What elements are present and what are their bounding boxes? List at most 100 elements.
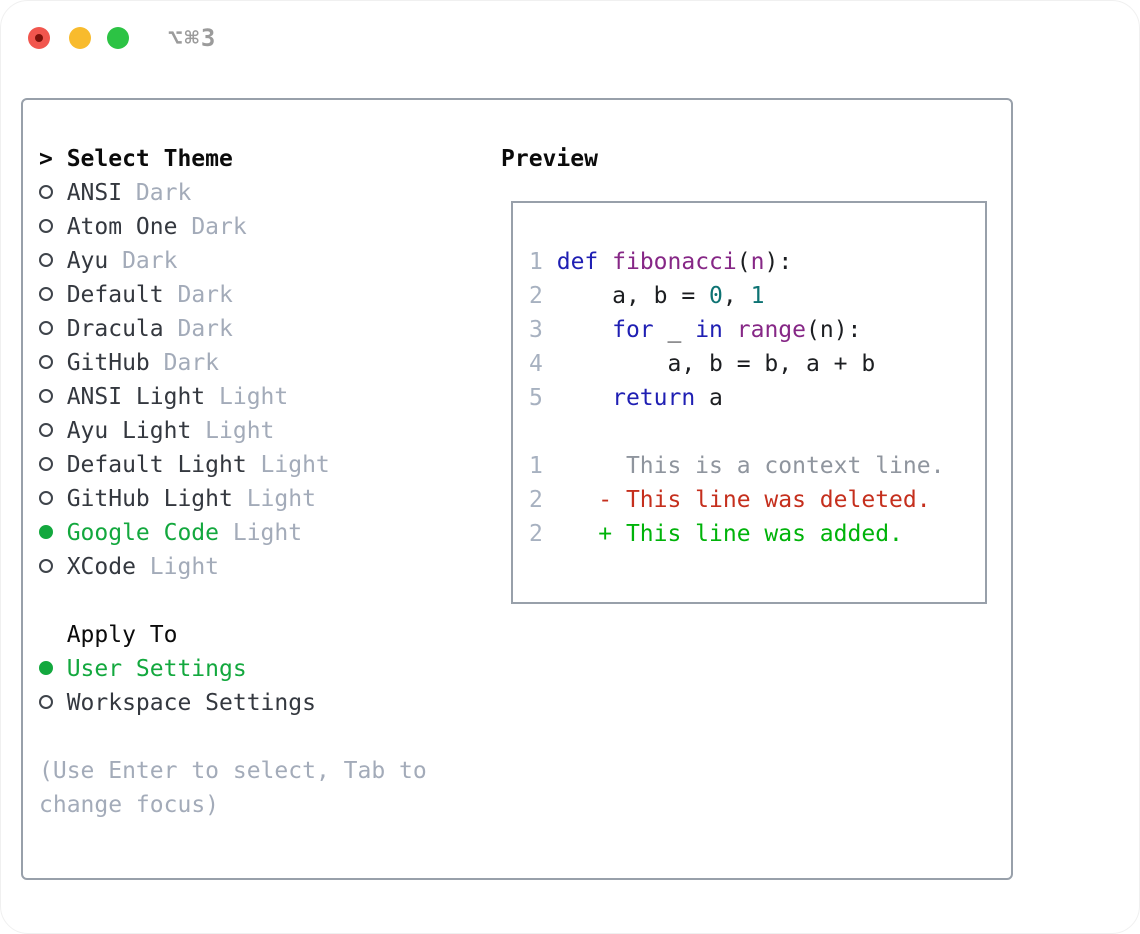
line-number: 2 — [529, 283, 543, 309]
theme-variant-badge: Dark — [177, 316, 233, 342]
spacer — [39, 720, 427, 754]
focus-arrow-icon: > — [39, 146, 53, 172]
radio-dot — [39, 559, 53, 573]
theme-name: Dracula — [66, 316, 164, 342]
radio-icon — [39, 210, 67, 244]
radio-icon — [39, 550, 67, 584]
radio-dot — [39, 389, 53, 403]
radio-dot — [39, 525, 53, 539]
radio-icon — [39, 244, 67, 278]
theme-option[interactable]: GitHub Light Light — [39, 482, 427, 516]
apply-to-header: Apply To — [39, 618, 427, 652]
code-line: 2 a, b = 0, 1 — [529, 283, 765, 309]
theme-name: Default — [66, 282, 164, 308]
radio-icon — [39, 414, 67, 448]
theme-variant-badge: Light — [246, 486, 316, 512]
apply-option[interactable]: User Settings — [39, 652, 427, 686]
apply-to-title: Apply To — [66, 622, 178, 648]
radio-dot — [39, 219, 53, 233]
theme-name: Atom One — [66, 214, 178, 240]
preview-box: 1 def fibonacci(n): 2 a, b = 0, 1 3 for _ … — [511, 201, 987, 604]
line-number: 3 — [529, 317, 543, 343]
radio-dot — [39, 253, 53, 267]
theme-option[interactable]: Dracula Dark — [39, 312, 427, 346]
window-title: ⌥⌘3 — [168, 24, 218, 52]
radio-icon — [39, 482, 67, 516]
radio-dot — [39, 321, 53, 335]
theme-variant-badge: Dark — [191, 214, 247, 240]
help-text-line2: change focus) — [39, 792, 220, 818]
preview-title: Preview — [501, 146, 598, 172]
radio-dot — [39, 423, 53, 437]
theme-variant-badge: Light — [232, 520, 303, 546]
radio-dot — [39, 355, 53, 369]
theme-variant-badge: Light — [149, 554, 220, 580]
close-dot-icon — [35, 34, 43, 42]
theme-name: Default Light — [66, 452, 247, 478]
theme-name: Ayu — [66, 248, 109, 274]
diff-line: 1 This is a context line. — [529, 449, 985, 483]
theme-option[interactable]: Atom One Dark — [39, 210, 427, 244]
zoom-button[interactable] — [107, 27, 129, 49]
theme-variant-badge: Dark — [163, 350, 220, 376]
apply-option-name: Workspace Settings — [66, 690, 316, 716]
blank-line — [529, 415, 985, 449]
theme-name: GitHub Light — [66, 486, 233, 512]
diff-text: This is a context line. — [542, 453, 945, 479]
line-number: 1 — [529, 249, 543, 275]
selected-radio-icon — [39, 652, 67, 686]
apply-option-name: User Settings — [66, 656, 247, 682]
theme-name: ANSI Light — [66, 384, 206, 410]
close-button[interactable] — [28, 27, 50, 49]
radio-dot — [39, 661, 53, 675]
theme-variant-badge: Light — [219, 384, 289, 410]
theme-variant-badge: Dark — [177, 282, 233, 308]
theme-option[interactable]: ANSI Light Light — [39, 380, 427, 414]
radio-icon — [39, 278, 67, 312]
theme-name: XCode — [66, 554, 136, 580]
radio-icon — [39, 346, 67, 380]
radio-icon — [39, 448, 67, 482]
line-number: 1 — [529, 453, 543, 479]
diff-line: 2 - This line was deleted. — [529, 483, 985, 517]
minimize-button[interactable] — [69, 27, 91, 49]
selected-radio-icon — [39, 516, 67, 550]
theme-variant-badge: Dark — [135, 180, 192, 206]
select-theme-header: > Select Theme — [39, 142, 427, 176]
theme-option[interactable]: XCode Light — [39, 550, 427, 584]
radio-icon — [39, 176, 67, 210]
theme-variant-badge: Light — [260, 452, 330, 478]
code-line: 5 return a — [529, 385, 723, 411]
theme-option[interactable]: ANSI Dark — [39, 176, 427, 210]
theme-option[interactable]: Default Dark — [39, 278, 427, 312]
radio-icon — [39, 380, 67, 414]
diff-text: - This line was deleted. — [542, 487, 931, 513]
diff-text: + This line was added. — [542, 521, 903, 547]
diff-line: 2 + This line was added. — [529, 517, 985, 551]
code-line: 4 a, b = b, a + b — [529, 351, 876, 377]
radio-icon — [39, 686, 67, 720]
radio-dot — [39, 491, 53, 505]
radio-icon — [39, 312, 67, 346]
line-number: 2 — [529, 521, 543, 547]
radio-dot — [39, 457, 53, 471]
code-line: 1 def fibonacci(n): — [529, 249, 793, 275]
theme-option[interactable]: Default Light Light — [39, 448, 427, 482]
code-line: 3 for _ in range(n): — [529, 317, 862, 343]
spacer — [39, 584, 427, 618]
radio-dot — [39, 695, 53, 709]
code-preview: 1 def fibonacci(n): 2 a, b = 0, 1 3 for _ … — [529, 245, 985, 551]
theme-name: GitHub — [66, 350, 150, 376]
line-number: 2 — [529, 487, 543, 513]
theme-option[interactable]: GitHub Dark — [39, 346, 427, 380]
theme-name: ANSI — [66, 180, 123, 206]
theme-variant-badge: Light — [205, 418, 275, 444]
select-theme-title: Select Theme — [66, 146, 233, 172]
apply-option[interactable]: Workspace Settings — [39, 686, 427, 720]
